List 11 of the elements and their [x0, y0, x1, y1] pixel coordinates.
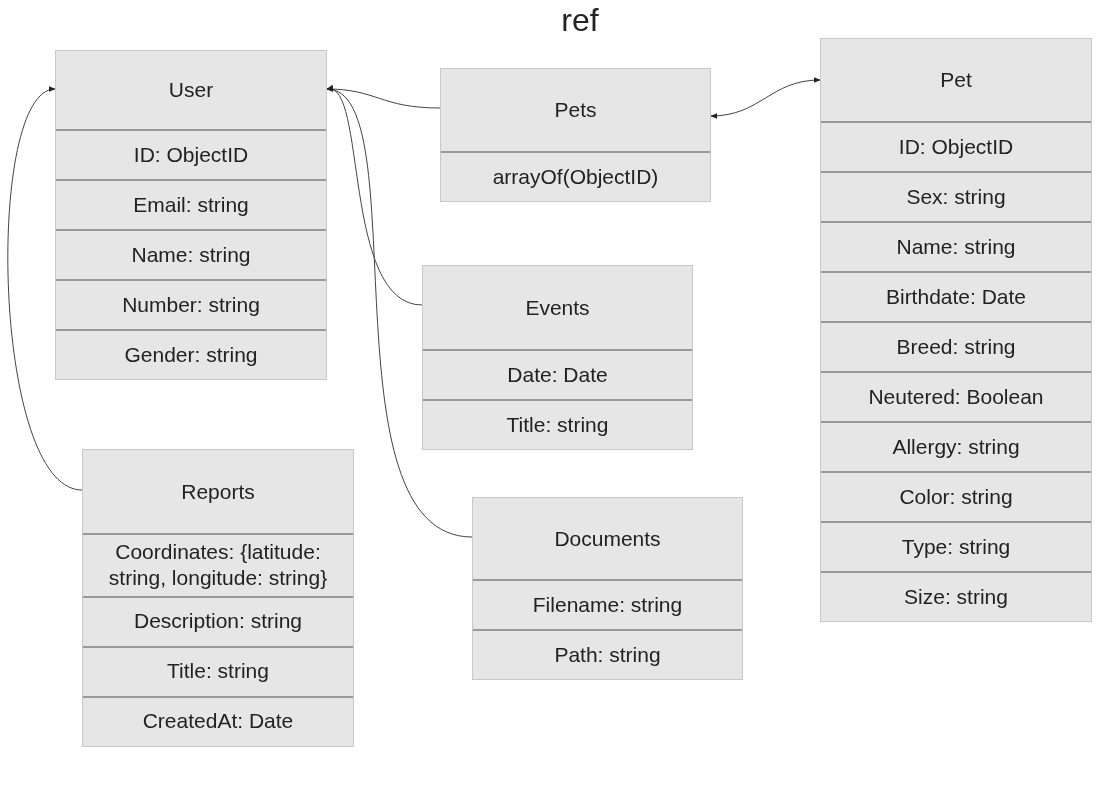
connector-arrow	[710, 77, 821, 119]
diagram-title: ref	[560, 2, 600, 39]
entity-table	[440, 68, 711, 202]
entity-table	[422, 265, 693, 450]
connector-arrow	[326, 87, 423, 306]
entity-table	[820, 38, 1092, 622]
entity-table	[472, 497, 743, 680]
connector-arrow	[7, 88, 83, 491]
connector-arrow	[326, 88, 473, 538]
entity-table	[82, 449, 354, 747]
entity-table	[55, 50, 327, 380]
